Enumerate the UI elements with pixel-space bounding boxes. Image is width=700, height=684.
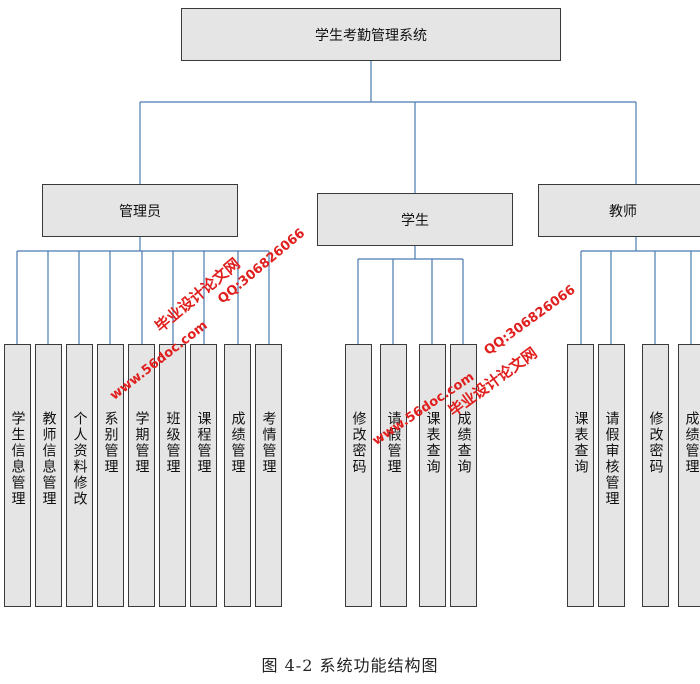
leaf-label: 修改密码 <box>647 411 664 475</box>
leaf-admin-6: 班级管理 <box>159 344 186 607</box>
group-label-teacher: 教师 <box>609 203 637 220</box>
leaf-teacher-4: 成绩管理 <box>678 344 700 607</box>
leaf-admin-2: 教师信息管理 <box>35 344 62 607</box>
leaf-label: 请假审核管理 <box>603 411 620 507</box>
leaf-student-2: 请假管理 <box>380 344 407 607</box>
leaf-label: 考情管理 <box>260 411 277 475</box>
leaf-label: 请假管理 <box>385 411 402 475</box>
group-label-student: 学生 <box>401 212 429 229</box>
leaf-teacher-1: 课表查询 <box>567 344 594 607</box>
leaf-label: 成绩查询 <box>455 411 472 475</box>
leaf-label: 课表查询 <box>424 411 441 475</box>
group-node-student: 学生 <box>317 193 513 246</box>
leaf-label: 课程管理 <box>195 411 212 475</box>
leaf-teacher-3: 修改密码 <box>642 344 669 607</box>
leaf-label: 成绩管理 <box>229 411 246 475</box>
group-node-admin: 管理员 <box>42 184 238 237</box>
leaf-admin-5: 学期管理 <box>128 344 155 607</box>
leaf-label: 修改密码 <box>350 411 367 475</box>
leaf-student-3: 课表查询 <box>419 344 446 607</box>
group-label-admin: 管理员 <box>119 203 161 220</box>
leaf-label: 教师信息管理 <box>40 411 57 507</box>
figure-caption: 图 4-2 系统功能结构图 <box>261 656 439 675</box>
leaf-admin-8: 成绩管理 <box>224 344 251 607</box>
leaf-admin-1: 学生信息管理 <box>4 344 31 607</box>
root-node: 学生考勤管理系统 <box>181 8 561 61</box>
leaf-label: 个人资料修改 <box>71 411 88 507</box>
leaf-student-1: 修改密码 <box>345 344 372 607</box>
leaf-admin-3: 个人资料修改 <box>66 344 93 607</box>
root-label: 学生考勤管理系统 <box>315 27 427 44</box>
leaf-label: 学生信息管理 <box>9 411 26 507</box>
leaf-label: 班级管理 <box>164 411 181 475</box>
leaf-label: 课表查询 <box>572 411 589 475</box>
leaf-teacher-2: 请假审核管理 <box>598 344 625 607</box>
group-node-teacher: 教师 <box>538 184 700 237</box>
leaf-admin-9: 考情管理 <box>255 344 282 607</box>
leaf-label: 成绩管理 <box>683 411 700 475</box>
leaf-label: 学期管理 <box>133 411 150 475</box>
leaf-admin-4: 系别管理 <box>97 344 124 607</box>
leaf-student-4: 成绩查询 <box>450 344 477 607</box>
leaf-label: 系别管理 <box>102 411 119 475</box>
leaf-admin-7: 课程管理 <box>190 344 217 607</box>
